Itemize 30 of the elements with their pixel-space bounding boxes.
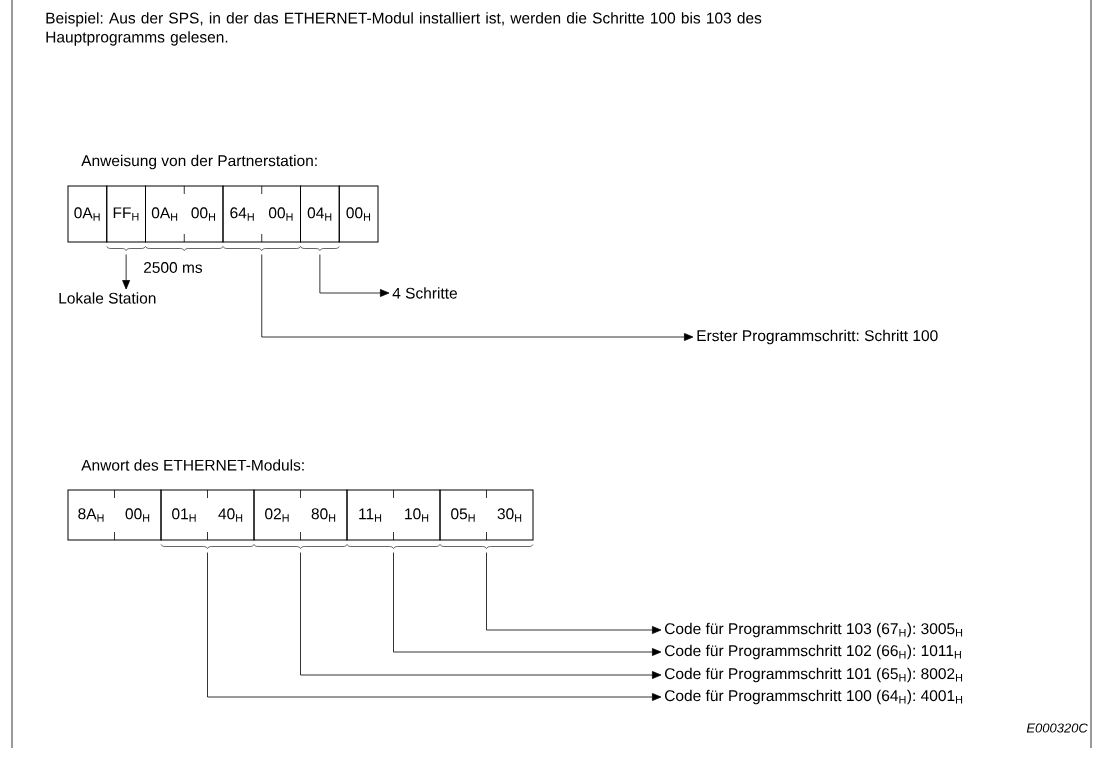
byte-cell: 04$_{H}$ [300, 185, 340, 243]
arrow [393, 552, 662, 656]
arrow-target-text: Code für Programmschritt 101 (65$_{H}$): 8002$_{H}$ [665, 667, 963, 683]
byte-pair-box: 8A$_{H}$ 00$_{H}$ [67, 489, 162, 541]
arrow-target-text: Code für Programmschritt 102 (66$_{H}$): 1011$_{H}$ [665, 644, 961, 660]
byte-cell: FF$_{H}$ [106, 185, 146, 243]
arrow [319, 254, 390, 297]
arrow [122, 254, 131, 290]
intro-text: Beispiel: Aus der SPS, in der das ETHERNET-Modul installiert ist, werden die Schritte 100 bis 103 des Hauptprogramms gelesen. [46, 12, 762, 46]
arrow-target-text: Code für Programmschritt 100 (64$_{H}$): 4001$_{H}$ [665, 689, 963, 705]
byte-pair-box: 01$_{H}$ 40$_{H}$ [160, 489, 255, 541]
section-heading: Anweisung von der Partnerstation: [81, 154, 317, 170]
byte-cell: 00$_{H}$ [338, 185, 379, 243]
arrow [486, 552, 662, 634]
byte-pair-box: 11$_{H}$ 10$_{H}$ [346, 489, 441, 541]
arrow [261, 254, 694, 341]
arrow [300, 552, 662, 679]
byte-cell: 0A$_{H}$ [67, 185, 108, 243]
duration-text: 2500 ms [144, 262, 203, 273]
byte-pair-box: 05$_{H}$ 30$_{H}$ [439, 489, 534, 541]
section-heading: Anwort des ETHERNET-Moduls: [81, 459, 304, 471]
arrow-target-text: Code für Programmschritt 103 (67$_{H}$): 3005$_{H}$ [665, 622, 963, 638]
byte-pair-box: 0A$_{H}$ 00$_{H}$ [145, 185, 224, 243]
arrow [207, 552, 662, 701]
arrow-target-text: 4 Schritte [392, 287, 457, 299]
byte-pair-box: 64$_{H}$ 00$_{H}$ [222, 185, 301, 243]
byte-pair-box: 02$_{H}$ 80$_{H}$ [253, 489, 348, 541]
figure-code: E000320C [1026, 723, 1088, 733]
arrow-target-text: Lokale Station [59, 292, 156, 304]
arrow-target-text: Erster Programmschritt: Schritt 100 [697, 329, 938, 345]
